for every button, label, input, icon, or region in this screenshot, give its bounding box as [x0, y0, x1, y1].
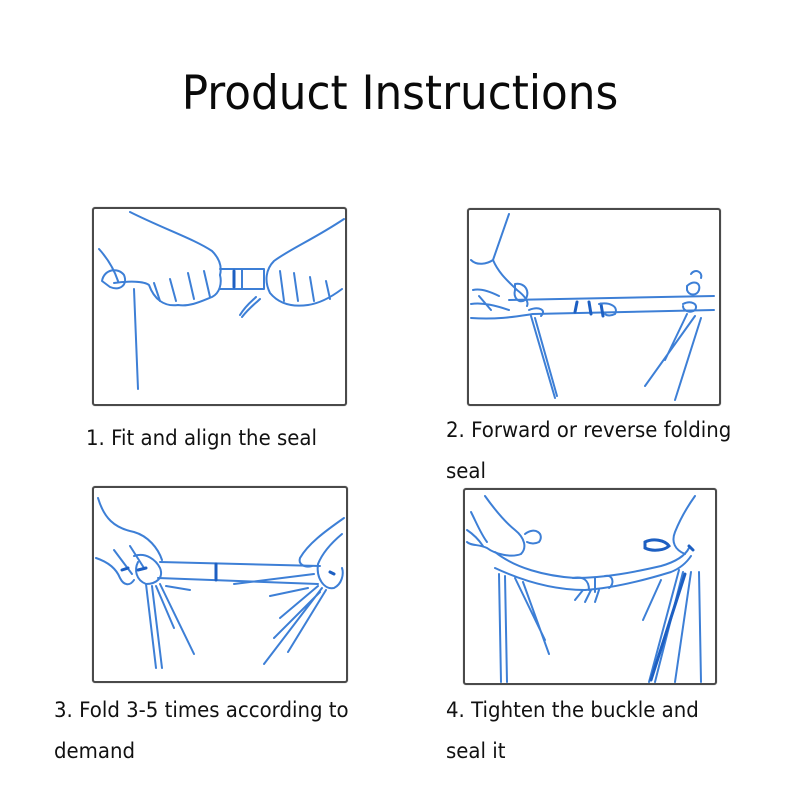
- step-4-caption: 4. Tighten the buckle and seal it: [446, 690, 699, 772]
- page-title: Product Instructions: [181, 66, 619, 121]
- step-3-caption-line-2: demand: [54, 739, 136, 763]
- step-4-illustration-panel: [463, 488, 717, 685]
- step-1-caption: 1. Fit and align the seal: [86, 418, 317, 459]
- step-4-caption-line-1: 4. Tighten the buckle and: [446, 698, 699, 722]
- hands-aligning-seal-illustration: [98, 211, 345, 390]
- step-2-caption-line-1: 2. Forward or reverse folding: [446, 418, 732, 442]
- folding-seal-illustration: [470, 213, 715, 401]
- step-3-caption-line-1: 3. Fold 3-5 times according to: [54, 698, 349, 722]
- step-4-caption-line-2: seal it: [446, 739, 506, 763]
- step-3-caption: 3. Fold 3-5 times according to demand: [54, 690, 349, 772]
- step-1-caption-line-1: 1. Fit and align the seal: [86, 426, 318, 450]
- tightening-buckle-illustration: [466, 495, 702, 683]
- step-2-caption: 2. Forward or reverse folding seal: [446, 410, 731, 492]
- step-2-caption-line-2: seal: [446, 459, 487, 483]
- step-3-illustration-panel: [92, 486, 348, 683]
- folding-multiple-times-illustration: [95, 497, 345, 669]
- step-1-illustration-panel: [92, 207, 347, 406]
- step-2-illustration-panel: [467, 208, 721, 406]
